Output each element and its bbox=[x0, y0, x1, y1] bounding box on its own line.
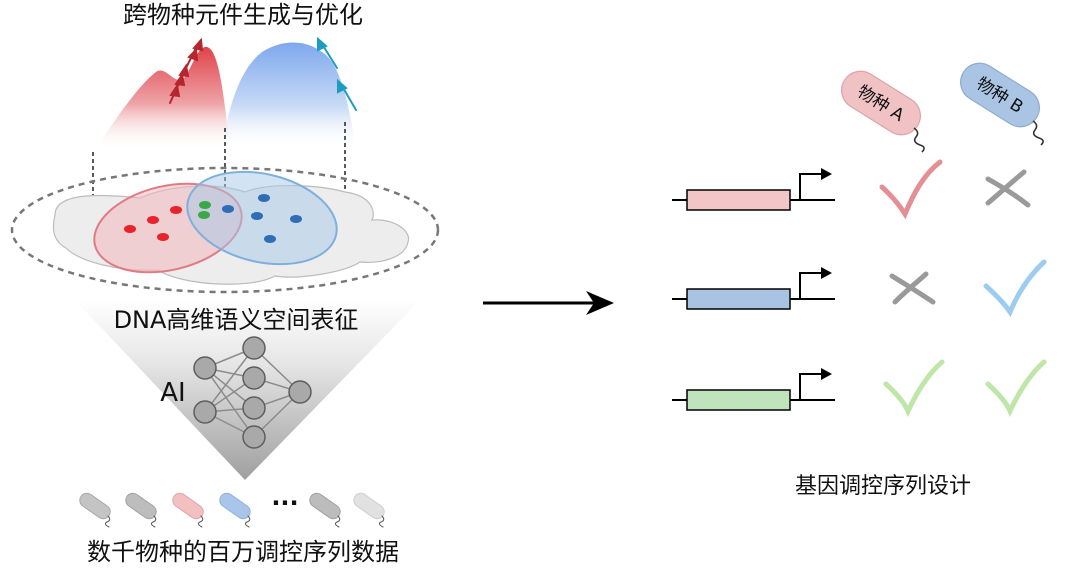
cross-icon-row2-species-a bbox=[889, 271, 936, 305]
red-fitness-peak bbox=[95, 46, 230, 150]
check-icon-row2-species-b bbox=[983, 259, 1047, 318]
title-top: 跨物种元件生成与优化 bbox=[123, 1, 363, 29]
ai-label: AI bbox=[160, 378, 185, 408]
regulatory-element-pink bbox=[686, 189, 791, 211]
bacterium-pink bbox=[172, 492, 204, 528]
regulatory-element-blue bbox=[686, 288, 791, 310]
bacterium-gray-3 bbox=[309, 492, 341, 528]
funnel-gradient bbox=[75, 300, 420, 480]
red-optimization-arrows bbox=[169, 37, 204, 104]
blue-optimization-arrows bbox=[317, 36, 357, 111]
check-icon-row3-species-a bbox=[883, 359, 945, 417]
promoter-arrow-2 bbox=[799, 272, 822, 299]
blue-points bbox=[222, 194, 302, 243]
latent-space-boundary bbox=[10, 166, 440, 294]
bacterium-gray-1 bbox=[79, 492, 111, 528]
green-points bbox=[198, 201, 211, 219]
neural-network-icon bbox=[193, 336, 312, 449]
blue-fitness-peak bbox=[222, 42, 356, 150]
gene-construct-row-3 bbox=[672, 368, 835, 411]
promoter-arrow-1 bbox=[799, 173, 822, 200]
bacterium-blue bbox=[219, 492, 251, 528]
promoter-arrow-3 bbox=[799, 373, 822, 400]
species-a-bacterium bbox=[841, 70, 925, 153]
check-icon-row1-species-a bbox=[879, 159, 943, 220]
bottom-data-label: 数千物种的百万调控序列数据 bbox=[87, 538, 399, 566]
red-points bbox=[124, 206, 182, 241]
regulatory-element-green bbox=[686, 389, 791, 411]
gene-construct-row-2 bbox=[672, 267, 835, 310]
bacteria-ellipsis: ··· bbox=[271, 489, 298, 517]
cross-icon-row1-species-b bbox=[985, 169, 1031, 208]
bacterium-gray-2 bbox=[125, 492, 157, 528]
design-label: 基因调控序列设计 bbox=[795, 474, 971, 499]
species-b-bacterium bbox=[960, 62, 1044, 146]
transition-arrow-head bbox=[586, 291, 614, 315]
species-bacteria-row bbox=[79, 492, 385, 528]
latent-space-label: DNA高维语义空间表征 bbox=[114, 306, 359, 334]
bacterium-light-gray bbox=[353, 492, 385, 528]
check-icon-row3-species-b bbox=[985, 359, 1047, 417]
gene-construct-row-1 bbox=[672, 168, 835, 211]
